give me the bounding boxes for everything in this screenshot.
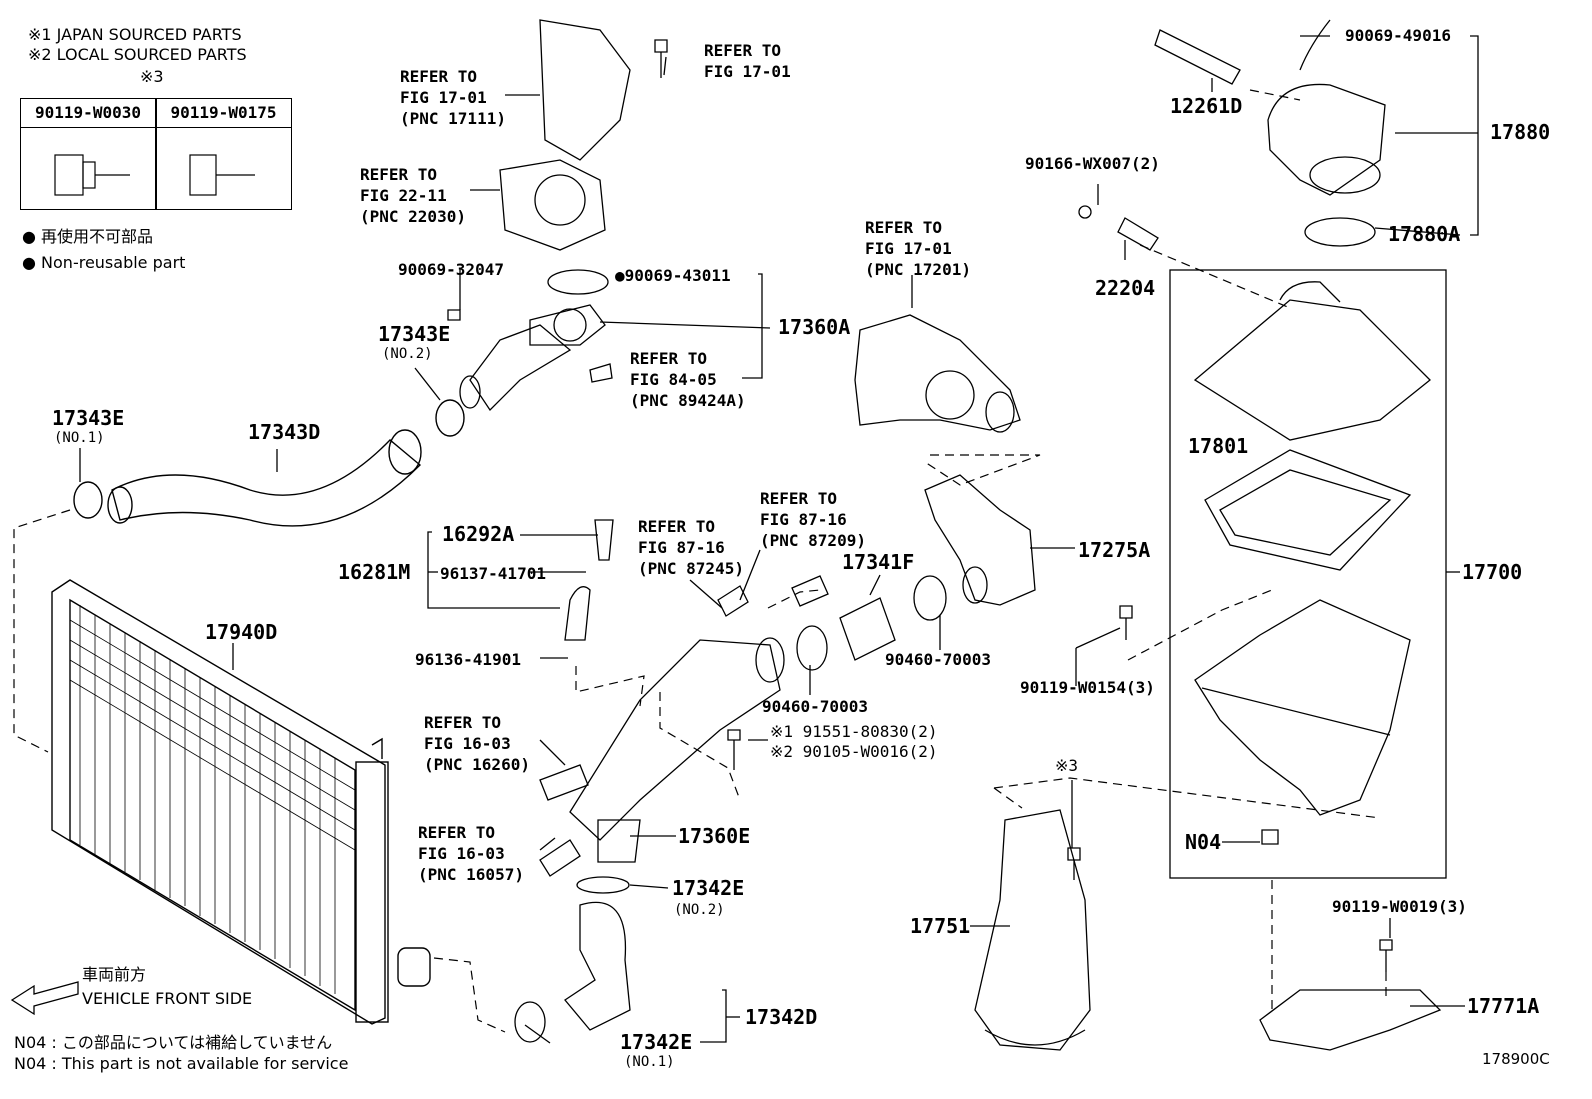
part-17275a: 17275A [1078, 538, 1151, 562]
part-17751: 17751 [910, 914, 971, 938]
part-91551-80830: ※1 91551-80830(2) [770, 722, 938, 741]
part-17700: 17700 [1462, 560, 1523, 584]
ref-pnc-16057: REFER TO FIG 16-03 (PNC 16057) [418, 823, 524, 884]
part-17343e-no2: 17343E [378, 322, 451, 346]
intake-hose-17343d-drawing [73, 399, 465, 527]
part-17343e-no2-sub: (NO.2) [382, 346, 433, 362]
part-17880: 17880 [1490, 120, 1551, 144]
non-reusable-jp: ● 再使用不可部品 [22, 227, 154, 246]
part-17360a: 17360A [778, 315, 851, 339]
part-n04: N04 [1185, 830, 1222, 854]
part-96136-41901: 96136-41901 [415, 650, 521, 669]
part-17343d: 17343D [248, 420, 321, 444]
legend-mark-3: ※3 [140, 67, 164, 86]
front-en: VEHICLE FRONT SIDE [82, 989, 253, 1008]
part-17880a: 17880A [1388, 222, 1461, 246]
ref-fig-17-01-top: REFER TO FIG 17-01 [704, 41, 791, 81]
ref-pnc-87209: REFER TO FIG 87-16 (PNC 87209) [760, 489, 866, 550]
n04-note-jp: N04 : この部品については補給していません [14, 1033, 333, 1052]
part-17343e-no1-sub: (NO.1) [54, 430, 105, 446]
part-17343e-no1: 17343E [52, 406, 125, 430]
part-96137-41701: 96137-41701 [440, 564, 546, 583]
part-17771a: 17771A [1467, 994, 1540, 1018]
part-90069-43011: ●90069-43011 [615, 266, 731, 285]
air-cleaner-group-box [1169, 269, 1447, 879]
part-17342e-no2: 17342E [672, 876, 745, 900]
part-17801: 17801 [1188, 434, 1249, 458]
part-90069-32047: 90069-32047 [398, 260, 504, 279]
front-jp: 車両前方 [82, 965, 147, 984]
part-90119-w0154: 90119-W0154(3) [1020, 678, 1155, 697]
legend-japan-sourced: ※1 JAPAN SOURCED PARTS [28, 25, 242, 44]
part-17342e-no2-sub: (NO.2) [674, 902, 725, 918]
bolt-table-col1: 90119-W0030 [21, 99, 155, 128]
bolt-table-col2: 90119-W0175 [156, 99, 291, 128]
radiator-drawing [51, 579, 431, 1025]
part-16281m: 16281M [338, 560, 411, 584]
part-17342e-no1-sub: (NO.1) [624, 1054, 675, 1070]
part-mark-3: ※3 [1055, 756, 1079, 775]
ref-pnc-87245: REFER TO FIG 87-16 (PNC 87245) [638, 517, 744, 578]
ref-pnc-16260: REFER TO FIG 16-03 (PNC 16260) [424, 713, 530, 774]
legend-local-sourced: ※2 LOCAL SOURCED PARTS [28, 45, 247, 64]
part-17342d: 17342D [745, 1005, 818, 1029]
part-17341f: 17341F [842, 550, 915, 574]
part-17940d: 17940D [205, 620, 278, 644]
part-16292a: 16292A [442, 522, 515, 546]
part-17360e: 17360E [678, 824, 751, 848]
non-reusable-en: ● Non-reusable part [22, 253, 186, 272]
part-90105-w0016: ※2 90105-W0016(2) [770, 742, 938, 761]
part-90069-49016: 90069-49016 [1345, 26, 1451, 45]
part-90460-70003-b: 90460-70003 [762, 697, 868, 716]
part-17342e-no1: 17342E [620, 1030, 693, 1054]
bolt-table-divider [155, 99, 157, 209]
bolt-table: 90119-W0030 90119-W0175 [20, 98, 292, 210]
part-90460-70003-a: 90460-70003 [885, 650, 991, 669]
ref-pnc-22030: REFER TO FIG 22-11 (PNC 22030) [360, 165, 466, 226]
part-12261d: 12261D [1170, 94, 1243, 118]
ref-pnc-17111: REFER TO FIG 17-01 (PNC 17111) [400, 67, 506, 128]
part-22204: 22204 [1095, 276, 1156, 300]
part-90166-wx007: 90166-WX007(2) [1025, 154, 1160, 173]
ref-pnc-89424a: REFER TO FIG 84-05 (PNC 89424A) [630, 349, 746, 410]
ref-pnc-17201: REFER TO FIG 17-01 (PNC 17201) [865, 218, 971, 279]
part-90119-w0019: 90119-W0019(3) [1332, 897, 1467, 916]
n04-note-en: N04 : This part is not available for ser… [14, 1054, 349, 1073]
vehicle-front-arrow [10, 981, 79, 1016]
figure-code: 178900C [1482, 1050, 1550, 1068]
